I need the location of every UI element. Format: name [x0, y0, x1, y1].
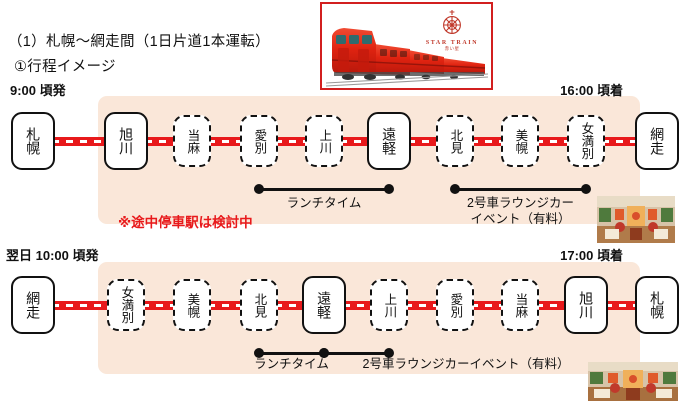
event-span-line — [259, 187, 389, 191]
event-span-start-dot — [254, 348, 264, 358]
rail-segment — [275, 300, 305, 310]
station-label: 網走 — [649, 127, 666, 155]
station-label: 愛別 — [252, 128, 267, 154]
station-box-旭川[interactable]: 旭川 — [104, 112, 148, 170]
rail-segment — [408, 136, 439, 146]
station-label: 網走 — [25, 291, 42, 319]
rail-segment — [471, 300, 504, 310]
station-box-当麻[interactable]: 当麻 — [501, 279, 539, 331]
station-label: 女満別 — [579, 122, 594, 160]
rail-segment — [471, 136, 504, 146]
event-span-label: ランチタイム — [234, 196, 414, 212]
rail-segment — [52, 300, 110, 310]
station-box-北見[interactable]: 北見 — [436, 115, 474, 167]
event-label-line: ランチタイム — [254, 357, 329, 371]
station-label: 遠軽 — [316, 291, 333, 319]
star-emblem-icon — [443, 10, 461, 34]
rail-segment — [275, 136, 308, 146]
station-label: 旭川 — [578, 291, 595, 319]
interior-illustration — [597, 196, 675, 243]
event-label-line: 2号車ラウンジカー — [467, 196, 574, 210]
station-label: 上川 — [382, 292, 397, 318]
event-span-end-dot — [384, 184, 394, 194]
rail-segment — [52, 136, 107, 146]
station-box-北見[interactable]: 北見 — [240, 279, 278, 331]
event-span-line — [455, 187, 586, 191]
station-box-網走[interactable]: 網走 — [11, 276, 55, 334]
event-span-bar — [319, 348, 394, 358]
star-train-logo-subtext: 赤い星 — [444, 46, 460, 51]
rail-segment — [536, 136, 570, 146]
station-box-当麻[interactable]: 当麻 — [173, 115, 211, 167]
event-span-end-dot — [581, 184, 591, 194]
station-label: 愛別 — [448, 292, 463, 318]
arrive-time-inbound: 17:00 頃着 — [560, 248, 623, 263]
depart-time-inbound: 翌日 10:00 頃発 — [6, 248, 99, 263]
station-box-上川[interactable]: 上川 — [305, 115, 343, 167]
rail-segment — [208, 300, 243, 310]
station-box-美幌[interactable]: 美幌 — [501, 115, 539, 167]
train-illustration — [322, 4, 491, 88]
station-label: 上川 — [317, 128, 332, 154]
station-box-女満別[interactable]: 女満別 — [107, 279, 145, 331]
station-box-女満別[interactable]: 女満別 — [567, 115, 605, 167]
event-label-line: 2号車ラウンジカーイベント（有料） — [362, 357, 570, 371]
station-box-旭川[interactable]: 旭川 — [564, 276, 608, 334]
station-label: 遠軽 — [381, 127, 398, 155]
rail-segment — [142, 300, 176, 310]
station-box-遠軽[interactable]: 遠軽 — [367, 112, 411, 170]
rail-segment — [605, 300, 638, 310]
depart-time-outbound: 9:00 頃発 — [10, 83, 66, 98]
station-label: 当麻 — [185, 128, 200, 154]
station-label: 当麻 — [513, 292, 528, 318]
station-label: 美幌 — [513, 128, 528, 154]
event-span-bar — [254, 184, 394, 194]
star-train-logo-text: STAR TRAIN — [425, 40, 479, 46]
event-span-label: 2号車ラウンジカーイベント（有料） — [362, 357, 570, 373]
rail-segment — [536, 300, 567, 310]
event-span-start-dot — [254, 184, 264, 194]
rail-segment — [208, 136, 243, 146]
rail-segment — [405, 300, 439, 310]
station-box-網走[interactable]: 網走 — [635, 112, 679, 170]
event-span-start-dot — [450, 184, 460, 194]
page-subtitle: ①行程イメージ — [14, 59, 116, 75]
station-box-遠軽[interactable]: 遠軽 — [302, 276, 346, 334]
rail-segment — [145, 136, 176, 146]
interior-illustration — [588, 362, 678, 401]
rail-segment — [343, 300, 373, 310]
event-span-label: 2号車ラウンジカーイベント（有料） — [431, 196, 611, 227]
event-span-end-dot — [384, 348, 394, 358]
pending-stations-note: ※途中停車駅は検討中 — [118, 215, 253, 230]
station-box-札幌[interactable]: 札幌 — [635, 276, 679, 334]
lounge-car-interior-photo-bottom — [588, 362, 678, 401]
station-label: 北見 — [448, 128, 463, 154]
station-box-美幌[interactable]: 美幌 — [173, 279, 211, 331]
event-span-bar — [450, 184, 591, 194]
event-span-start-dot — [319, 348, 329, 358]
lounge-car-interior-photo-top — [597, 196, 675, 243]
event-span-line — [324, 351, 389, 355]
event-span-line — [259, 351, 324, 355]
station-box-上川[interactable]: 上川 — [370, 279, 408, 331]
station-box-札幌[interactable]: 札幌 — [11, 112, 55, 170]
station-label: 女満別 — [119, 286, 134, 324]
station-label: 旭川 — [118, 127, 135, 155]
star-train-exterior-photo: STAR TRAIN 赤い星 — [320, 2, 493, 90]
rail-segment — [602, 136, 638, 146]
event-label-line: ランチタイム — [286, 196, 362, 210]
station-label: 札幌 — [25, 127, 42, 155]
event-label-line: イベント（有料） — [470, 211, 571, 226]
star-train-logo: STAR TRAIN 赤い星 — [421, 9, 483, 52]
station-label: 札幌 — [649, 291, 666, 319]
station-box-愛別[interactable]: 愛別 — [240, 115, 278, 167]
arrive-time-outbound: 16:00 頃着 — [560, 83, 623, 98]
station-label: 美幌 — [185, 292, 200, 318]
event-span-label: ランチタイム — [202, 357, 382, 373]
rail-segment — [340, 136, 370, 146]
station-box-愛別[interactable]: 愛別 — [436, 279, 474, 331]
page-title: （1）札幌〜網走間（1日片道1本運転） — [8, 34, 270, 50]
station-label: 北見 — [252, 292, 267, 318]
